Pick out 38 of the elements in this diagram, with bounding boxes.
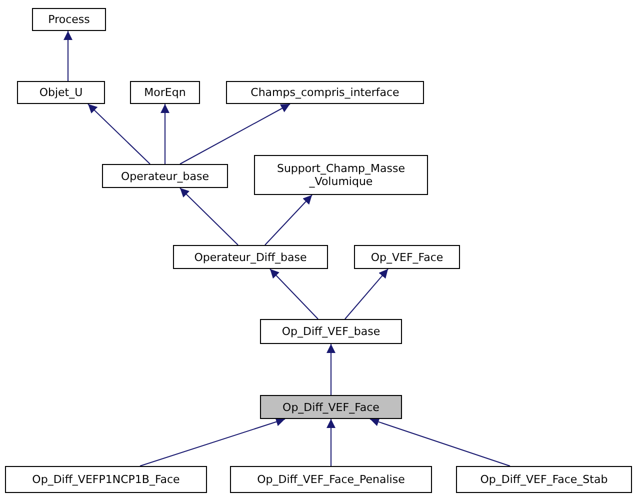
- class-box: [130, 81, 200, 104]
- class-name: Support_Champ_Masse _Volumique: [276, 162, 406, 188]
- class-box: [226, 81, 424, 104]
- inheritance-arrow: [370, 418, 510, 466]
- inheritance-arrow: [140, 418, 286, 466]
- inheritance-arrow: [180, 104, 290, 164]
- class-box: [254, 155, 428, 195]
- inheritance-arrow: [64, 30, 72, 82]
- class-name: Objet_U: [38, 86, 84, 99]
- class-box: [260, 319, 402, 344]
- class-name: Operateur_Diff_base: [193, 250, 308, 264]
- class-name: Process: [47, 13, 91, 26]
- class-name: Op_VEF_Face: [370, 250, 444, 264]
- class-box: [354, 245, 460, 269]
- class-name: Op_Diff_VEF_base: [280, 325, 382, 338]
- inheritance-arrow: [180, 188, 238, 246]
- class-box: [230, 466, 432, 493]
- class-box: [32, 8, 106, 31]
- class-name: Op_Diff_VEF_Face: [282, 400, 380, 414]
- inheritance-arrow: [88, 104, 150, 164]
- inheritance-arrow: [326, 418, 336, 466]
- inheritance-arrow: [160, 104, 170, 164]
- inheritance-arrow: [264, 194, 312, 246]
- class-box: [102, 164, 228, 188]
- class-name: Op_Diff_VEF_Face_Penalise: [256, 473, 406, 486]
- inheritance-arrow: [270, 268, 318, 320]
- class-name: Op_Diff_VEF_Face_Stab: [479, 473, 609, 486]
- class-box: [173, 245, 328, 269]
- class-name: Champs_compris_interface: [250, 86, 400, 99]
- class-name: Operateur_base: [120, 170, 210, 182]
- inheritance-arrow: [326, 344, 336, 396]
- class-name: MorEqn: [143, 86, 187, 99]
- inheritance-arrow: [344, 268, 388, 320]
- class-box: [456, 466, 632, 493]
- class-box: [260, 395, 402, 419]
- class-name: Op_Diff_VEFP1NCP1B_Face: [31, 473, 181, 486]
- class-box: [17, 81, 105, 104]
- class-box: [5, 466, 207, 493]
